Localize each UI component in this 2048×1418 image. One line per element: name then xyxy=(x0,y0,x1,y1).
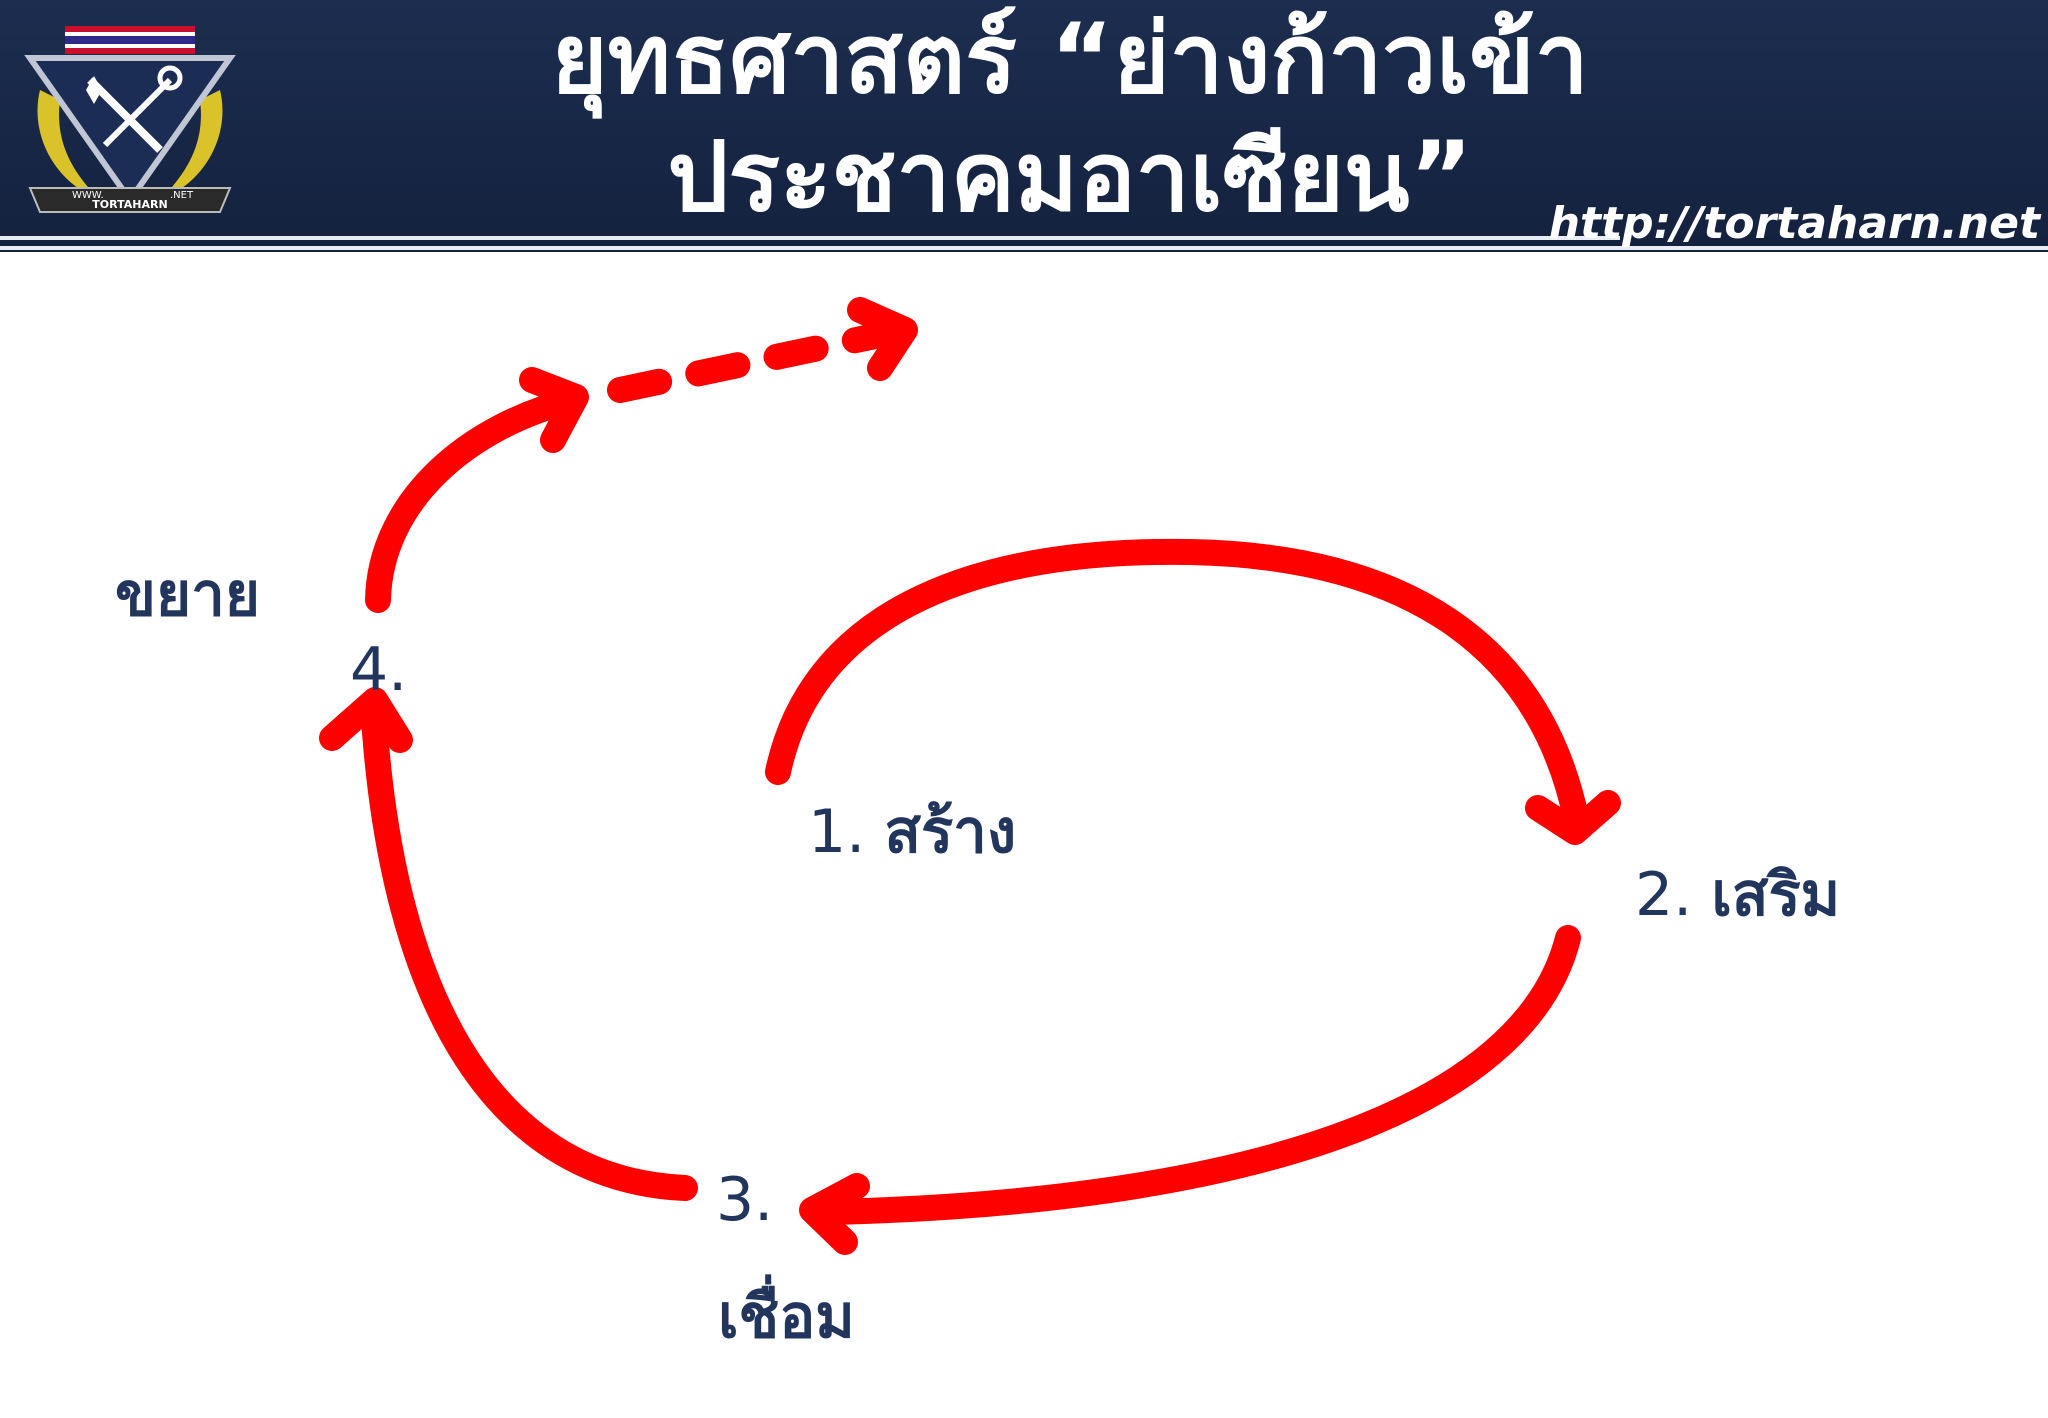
tortaharn-logo-emblem: WWW. .NET TORTAHARN xyxy=(24,26,236,213)
header-divider-upper xyxy=(0,236,1620,240)
arrowhead-at-connect xyxy=(799,1173,870,1255)
step-2-word: เสริม xyxy=(1711,860,1841,930)
logo-text-www: WWW. xyxy=(72,190,104,201)
arrowhead-at-expand xyxy=(319,687,413,753)
step-2-number: 2. xyxy=(1635,860,1693,930)
step-1-word: สร้าง xyxy=(884,797,1017,867)
step-3-number: 3. xyxy=(716,1165,774,1235)
logo-text-net: .NET xyxy=(170,190,194,201)
step-1-number: 1. xyxy=(808,797,866,867)
arrow-create-to-strengthen xyxy=(765,538,1590,835)
site-url: http://tortaharn.net xyxy=(1548,198,2040,249)
arrowhead-expand-onward xyxy=(519,367,589,453)
step-2-label: 2. เสริม xyxy=(1635,860,1840,930)
arrow-dashed-continuation xyxy=(607,322,893,403)
arrowhead-at-strengthen xyxy=(1525,790,1621,845)
header-divider-lower xyxy=(0,246,2048,250)
arrow-connect-to-expand xyxy=(360,689,698,1201)
arrow-expand-onward xyxy=(365,387,586,613)
step-4-number: 4. xyxy=(350,635,408,705)
logo-ribbon-text: TORTAHARN xyxy=(92,198,167,211)
step-3-word: เชื่อม xyxy=(718,1282,855,1352)
arrow-strengthen-to-connect xyxy=(819,925,1581,1225)
arrowhead-dashed-continuation xyxy=(847,297,918,381)
header-banner: WWW. .NET TORTAHARN ยุทธศาสตร์ “ย่างก้าว… xyxy=(0,0,2048,252)
step-4-word: ขยาย xyxy=(115,560,261,630)
slide-title: ยุทธศาสตร์ “ย่างก้าวเข้า ประชาคมอาเซียน” xyxy=(551,3,1589,233)
step-1-label: 1. สร้าง xyxy=(808,797,1016,867)
